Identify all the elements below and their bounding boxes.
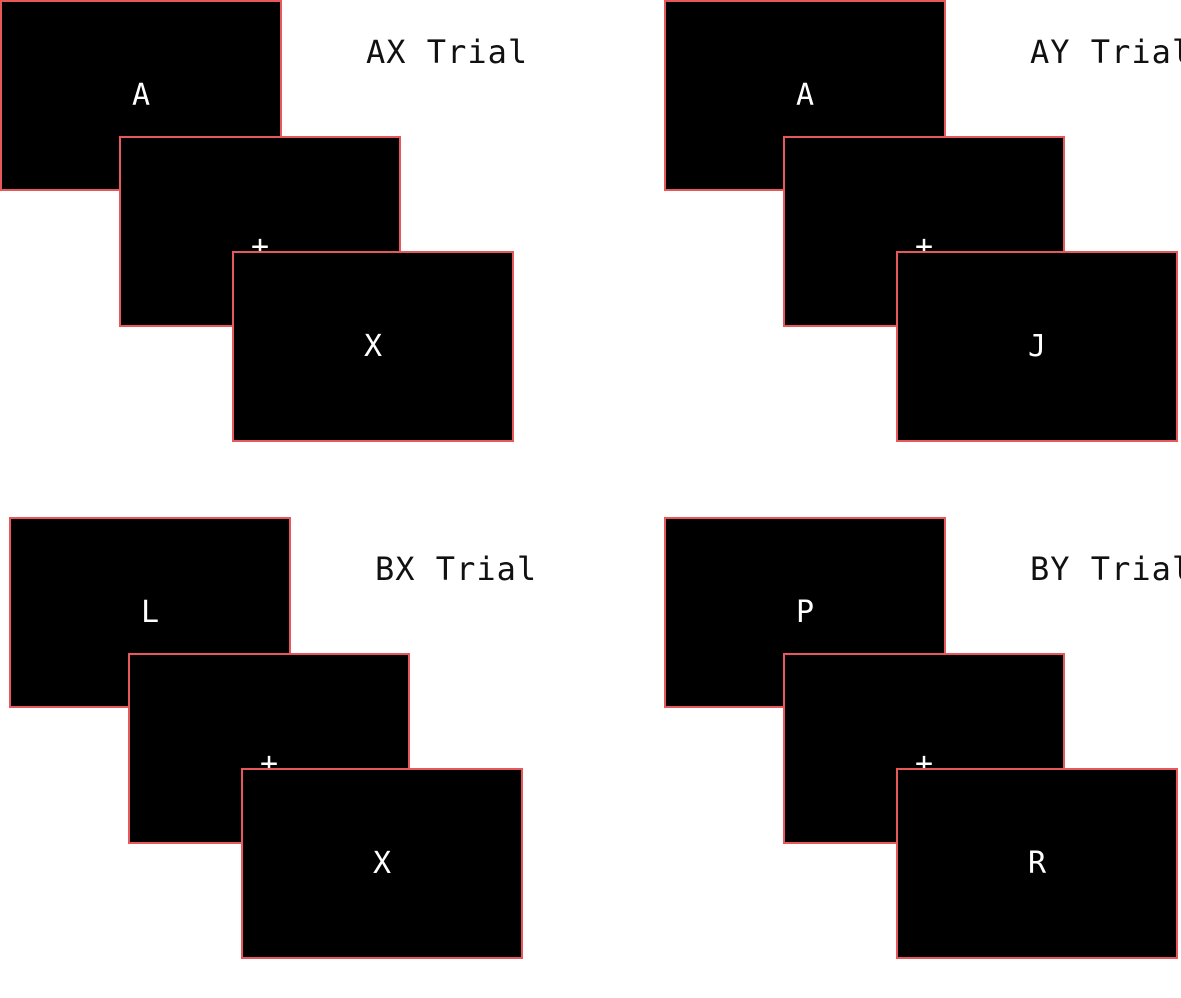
probe-letter: R: [1027, 845, 1047, 881]
probe-screen: R: [896, 768, 1178, 959]
cue-letter: A: [795, 77, 815, 113]
trial-title: AY Trial: [1030, 33, 1181, 71]
trial-title: BX Trial: [375, 550, 538, 588]
probe-screen: J: [896, 251, 1178, 442]
probe-letter: X: [363, 328, 383, 364]
cue-letter: A: [131, 77, 151, 113]
cue-letter: L: [140, 594, 160, 630]
ay-trial-panel: A + J AY Trial: [664, 0, 1181, 481]
bx-trial-panel: L + X BX Trial: [9, 517, 599, 998]
by-trial-panel: P + R BY Trial: [664, 517, 1181, 998]
probe-letter: X: [372, 845, 392, 881]
probe-letter: J: [1027, 328, 1047, 364]
probe-screen: X: [241, 768, 523, 959]
cue-letter: P: [795, 594, 815, 630]
trial-title: AX Trial: [366, 33, 529, 71]
trial-title: BY Trial: [1030, 550, 1181, 588]
probe-screen: X: [232, 251, 514, 442]
ax-trial-panel: A + X AX Trial: [0, 0, 590, 481]
